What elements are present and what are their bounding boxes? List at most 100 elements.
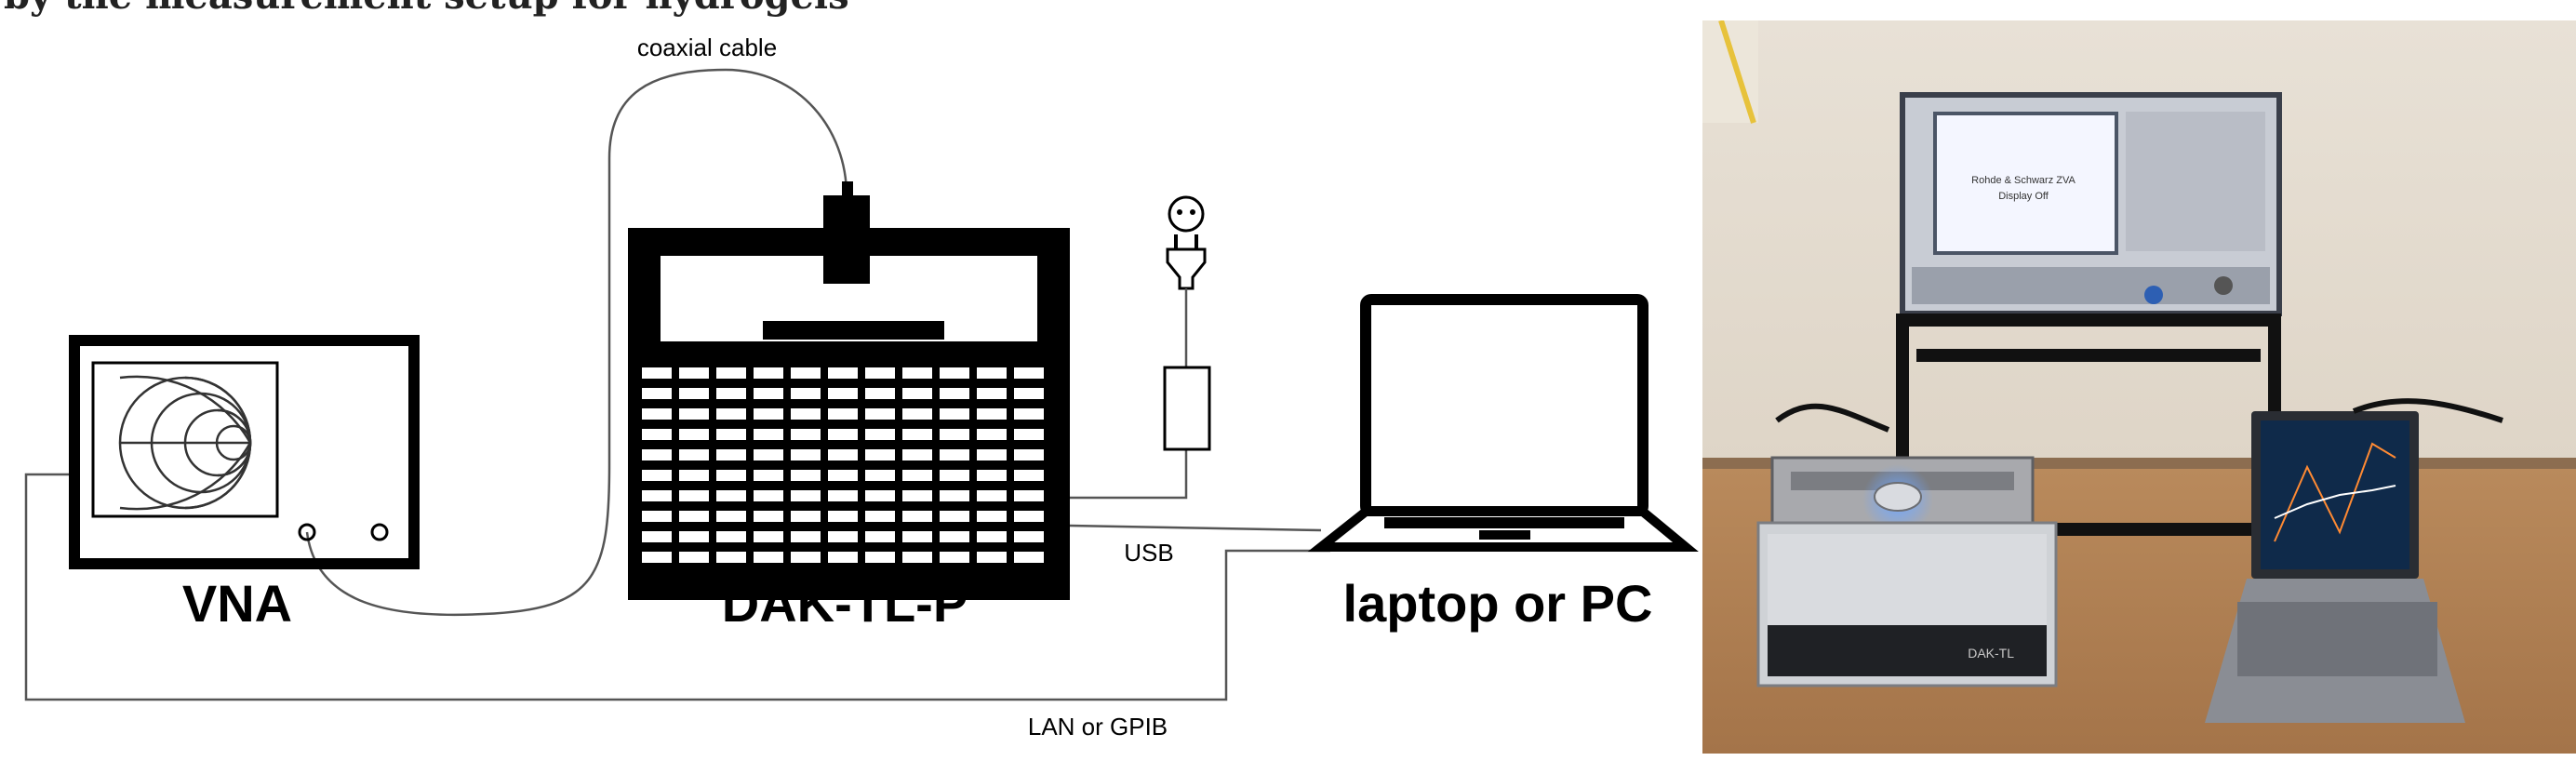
grille-slot	[940, 490, 969, 501]
cropped-caption: by the measurement setup for hydrogels	[0, 0, 1702, 17]
vna-device	[69, 335, 420, 569]
grille-slot	[642, 470, 672, 481]
grille-slot	[828, 367, 858, 379]
vna-port-1	[298, 523, 316, 541]
grille-slot	[902, 511, 932, 522]
dak-grille	[642, 367, 1044, 563]
grille-slot	[679, 490, 709, 501]
grille-slot	[754, 490, 783, 501]
grille-slot	[791, 367, 821, 379]
photo-vna-screen-text-1: Rohde & Schwarz ZVA	[1971, 175, 2075, 186]
label-vna: VNA	[182, 574, 292, 633]
photo-laptop	[2205, 411, 2465, 723]
cropped-caption-text: by the measurement setup for hydrogels	[4, 0, 849, 17]
grille-slot	[716, 429, 746, 440]
power-wire	[1070, 449, 1188, 500]
grille-slot	[716, 408, 746, 420]
grille-slot	[828, 408, 858, 420]
label-dak: DAK-TL-P	[722, 574, 968, 633]
grille-slot	[865, 429, 895, 440]
grille-slot	[902, 490, 932, 501]
grille-slot	[679, 429, 709, 440]
grille-slot	[754, 552, 783, 563]
grille-slot	[828, 449, 858, 460]
grille-slot	[754, 388, 783, 399]
grille-slot	[902, 470, 932, 481]
smith-chart-icon	[118, 375, 252, 511]
grille-slot	[977, 470, 1007, 481]
grille-slot	[642, 408, 672, 420]
grille-slot	[791, 511, 821, 522]
power-socket-icon	[1168, 195, 1205, 233]
grille-slot	[902, 388, 932, 399]
grille-slot	[754, 429, 783, 440]
grille-slot	[1014, 531, 1044, 542]
grille-slot	[865, 367, 895, 379]
grille-slot	[754, 470, 783, 481]
power-supply	[1163, 195, 1211, 451]
grille-slot	[1014, 388, 1044, 399]
grille-slot	[902, 367, 932, 379]
label-laptop: laptop or PC	[1343, 574, 1653, 633]
grille-slot	[977, 429, 1007, 440]
grille-slot	[940, 429, 969, 440]
grille-slot	[791, 490, 821, 501]
grille-slot	[754, 449, 783, 460]
grille-slot	[828, 552, 858, 563]
grille-slot	[716, 490, 746, 501]
grille-slot	[716, 552, 746, 563]
grille-slot	[940, 552, 969, 563]
grille-slot	[791, 470, 821, 481]
photo-dak: DAK-TL	[1756, 456, 2058, 687]
grille-slot	[977, 449, 1007, 460]
grille-slot	[791, 531, 821, 542]
grille-slot	[865, 552, 895, 563]
grille-slot	[716, 367, 746, 379]
power-adapter	[1163, 366, 1211, 451]
grille-slot	[1014, 470, 1044, 481]
grille-slot	[828, 511, 858, 522]
grille-slot	[791, 429, 821, 440]
setup-schematic: VNA DAK-TL-P laptop or PC coaxial cable …	[24, 33, 1699, 741]
power-plug-icon	[1166, 234, 1207, 290]
grille-slot	[865, 449, 895, 460]
grille-slot	[679, 531, 709, 542]
usb-wire	[1069, 524, 1322, 532]
grille-slot	[977, 490, 1007, 501]
grille-slot	[791, 408, 821, 420]
grille-slot	[1014, 552, 1044, 563]
grille-slot	[679, 449, 709, 460]
grille-slot	[679, 552, 709, 563]
grille-slot	[1014, 367, 1044, 379]
grille-slot	[642, 511, 672, 522]
grille-slot	[754, 408, 783, 420]
lan-gpib-wire	[24, 473, 1330, 701]
photo-cables	[1775, 398, 2503, 433]
grille-slot	[828, 429, 858, 440]
photo-vna-screen-text-2: Display Off	[1998, 191, 2049, 202]
grille-slot	[977, 531, 1007, 542]
grille-slot	[642, 531, 672, 542]
grille-slot	[642, 552, 672, 563]
grille-slot	[716, 511, 746, 522]
grille-slot	[791, 388, 821, 399]
grille-slot	[940, 449, 969, 460]
grille-slot	[828, 531, 858, 542]
grille-slot	[642, 449, 672, 460]
grille-slot	[642, 490, 672, 501]
grille-slot	[902, 531, 932, 542]
grille-slot	[679, 511, 709, 522]
grille-slot	[754, 367, 783, 379]
grille-slot	[977, 552, 1007, 563]
grille-slot	[1014, 408, 1044, 420]
grille-slot	[1014, 449, 1044, 460]
grille-slot	[754, 531, 783, 542]
label-lan-gpib: LAN or GPIB	[1028, 713, 1168, 741]
grille-slot	[940, 408, 969, 420]
grille-slot	[902, 429, 932, 440]
grille-slot	[791, 552, 821, 563]
grille-slot	[865, 388, 895, 399]
label-usb: USB	[1124, 539, 1173, 567]
grille-slot	[679, 367, 709, 379]
grille-slot	[902, 408, 932, 420]
